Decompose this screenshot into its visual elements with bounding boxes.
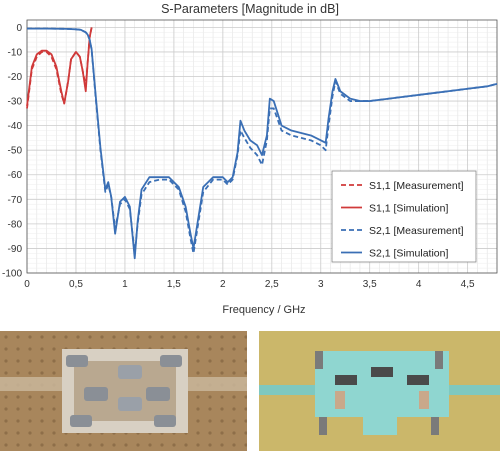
x-tick-label: 2,5 <box>265 279 279 290</box>
x-tick-label: 2 <box>220 279 226 290</box>
series-line-1 <box>26 27 93 107</box>
y-tick-label: -60 <box>8 170 23 181</box>
y-tick-label: -100 <box>2 269 22 280</box>
x-tick-label: 3,5 <box>363 279 377 290</box>
y-tick-label: -40 <box>8 121 23 132</box>
y-tick-label: -80 <box>8 219 23 230</box>
x-axis-label: Frequency / GHz <box>222 304 305 316</box>
simulated-layout-render <box>259 331 500 451</box>
chart-legend: S1,1 [Measurement] S1,1 [Simulation] S2,1 … <box>331 170 477 263</box>
chart-title: S-Parameters [Magnitude in dB] <box>161 2 339 16</box>
y-tick-label: -70 <box>8 195 23 206</box>
y-tick-label: -90 <box>8 244 23 255</box>
x-tick-label: 1 <box>122 279 128 290</box>
legend-label: S2,1 [Measurement] <box>369 225 464 237</box>
x-tick-label: 4 <box>416 279 422 290</box>
y-tick-label: -20 <box>8 72 23 83</box>
legend-label: S1,1 [Simulation] <box>369 203 448 215</box>
legend-label: S2,1 [Simulation] <box>369 248 448 260</box>
y-tick-label: -50 <box>8 146 23 157</box>
series-line-3 <box>27 27 498 260</box>
s-parameter-chart: S-Parameters [Magnitude in dB] 0 0,5 1 1,5 2… <box>2 2 498 316</box>
x-tick-label: 0 <box>24 279 30 290</box>
y-tick-label: 0 <box>16 23 22 34</box>
y-tick-label: -30 <box>8 97 23 108</box>
legend-label: S1,1 [Measurement] <box>369 180 464 192</box>
x-tick-label: 1,5 <box>167 279 181 290</box>
chart-axes: 0 0,5 1 1,5 2 2,5 3 3,5 4 4,5 0 -10 -20 -30 -40 -50 -60 -… <box>2 19 498 290</box>
x-tick-label: 4,5 <box>461 279 475 290</box>
chart-series <box>26 27 498 260</box>
measured-circuit-photo <box>0 331 247 451</box>
x-tick-label: 3 <box>318 279 324 290</box>
plot-frame <box>26 19 498 274</box>
y-tick-label: -10 <box>8 47 23 58</box>
x-tick-label: 0,5 <box>69 279 83 290</box>
